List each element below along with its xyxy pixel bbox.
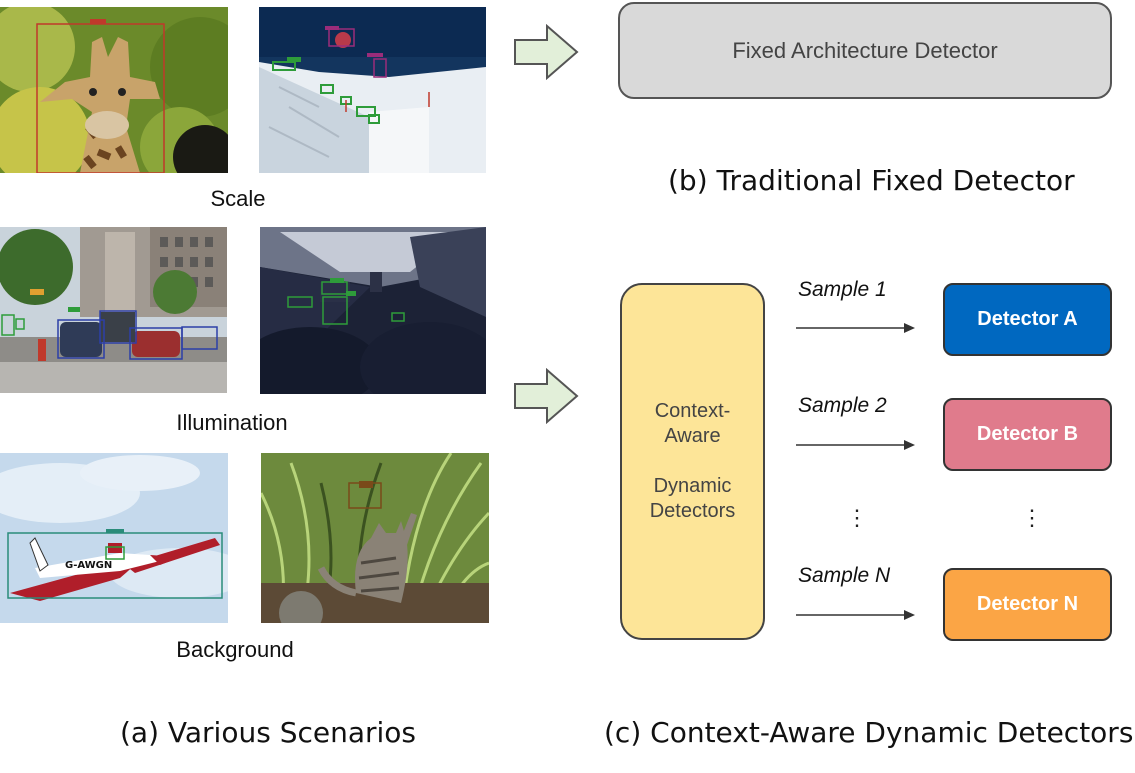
snow-slope-photo bbox=[259, 7, 486, 173]
cat-photo bbox=[261, 453, 489, 623]
detector-b-label: Detector B bbox=[976, 423, 1079, 445]
context-label-line1: Context- bbox=[654, 400, 731, 422]
sample-1-label: Sample 1 bbox=[798, 278, 887, 301]
context-label-line2: Aware bbox=[664, 425, 721, 447]
caption-traditional-fixed-detector: (b) Traditional Fixed Detector bbox=[668, 164, 1075, 197]
sample-2-label: Sample 2 bbox=[798, 394, 887, 417]
sample-2-arrow-icon bbox=[796, 440, 915, 450]
cabin-photo bbox=[260, 227, 486, 394]
arrow-right-icon bbox=[514, 368, 579, 424]
scale-label: Scale bbox=[210, 186, 266, 211]
svg-text:G-AWGN: G-AWGN bbox=[65, 560, 112, 571]
illumination-label: Illumination bbox=[176, 410, 288, 435]
fixed-architecture-detector-box: Fixed Architecture Detector bbox=[618, 2, 1112, 99]
sample-1-arrow-icon bbox=[796, 323, 915, 333]
detector-n-box: Detector N bbox=[943, 568, 1112, 641]
background-label: Background bbox=[176, 637, 294, 662]
sample-n-arrow-icon bbox=[796, 610, 915, 620]
fixed-architecture-detector-label: Fixed Architecture Detector bbox=[732, 37, 998, 63]
samples-ellipsis: ⋮ bbox=[846, 505, 868, 530]
detectors-ellipsis: ⋮ bbox=[1021, 505, 1043, 530]
caption-various-scenarios: (a) Various Scenarios bbox=[120, 716, 417, 749]
context-aware-dynamic-detectors-box: Context- Aware Dynamic Detectors bbox=[620, 283, 765, 640]
airplane-photo: G-AWGN bbox=[0, 453, 228, 623]
context-label-line3: Dynamic bbox=[653, 475, 732, 497]
sample-n-label: Sample N bbox=[798, 564, 891, 587]
detector-b-box: Detector B bbox=[943, 398, 1112, 471]
context-label-line4: Detectors bbox=[649, 500, 736, 522]
arrow-right-icon bbox=[514, 24, 579, 80]
detector-a-label: Detector A bbox=[977, 308, 1078, 330]
street-photo bbox=[0, 227, 227, 393]
detector-n-label: Detector N bbox=[976, 593, 1079, 615]
giraffe-photo bbox=[0, 7, 228, 173]
caption-context-aware-dynamic-detectors: (c) Context-Aware Dynamic Detectors bbox=[604, 716, 1134, 749]
detector-a-box: Detector A bbox=[943, 283, 1112, 356]
